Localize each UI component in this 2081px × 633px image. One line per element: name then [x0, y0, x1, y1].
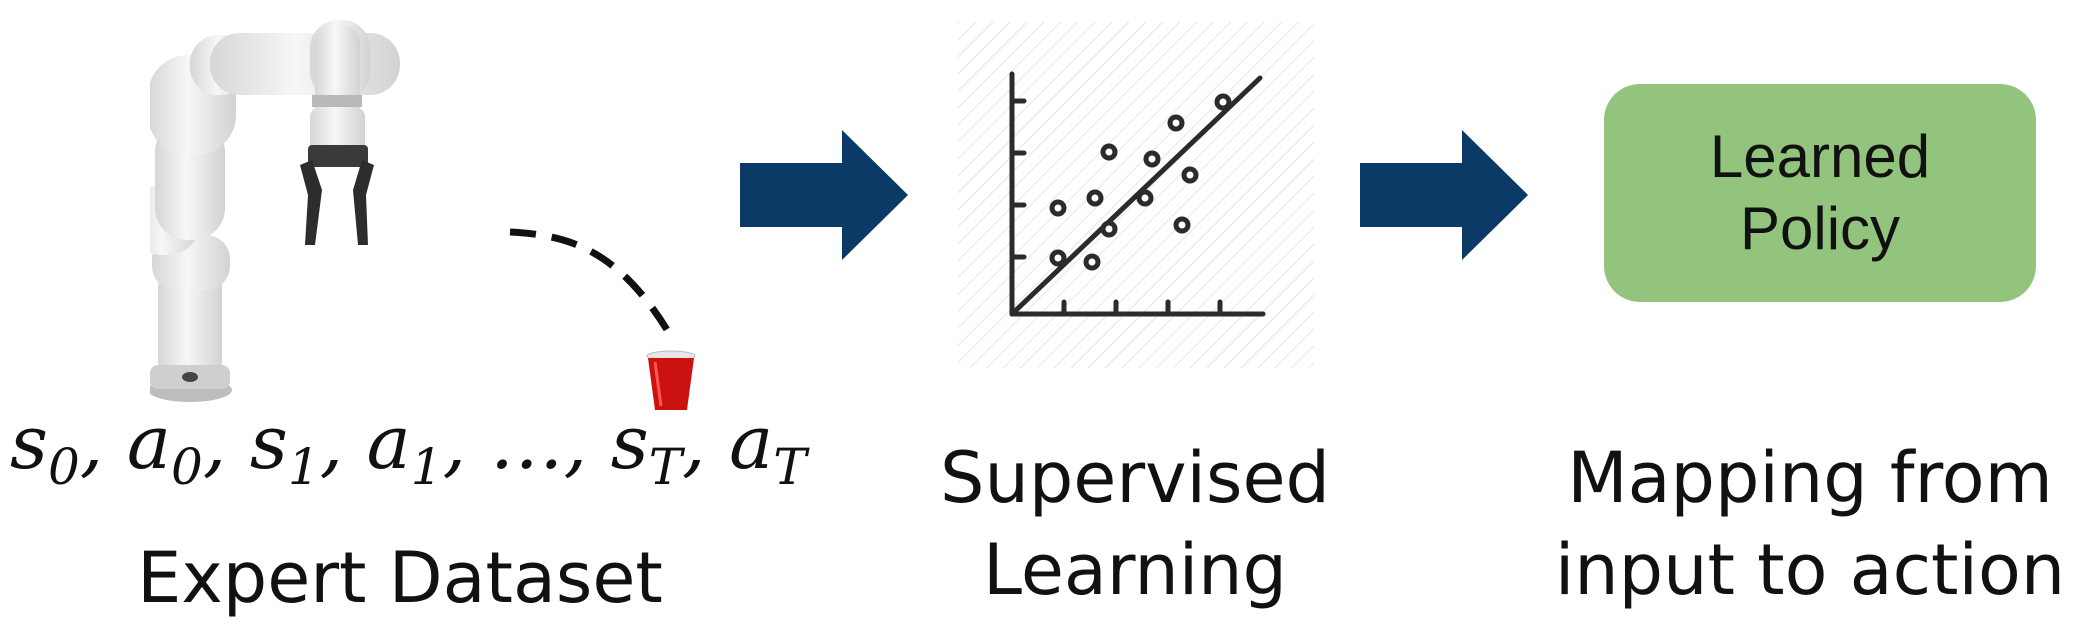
- seq-sub: 0: [170, 437, 203, 496]
- expert-sequence: s0, a0, s1, a1, …, sT, aT: [10, 400, 807, 496]
- policy-line1: Learned: [1709, 123, 1931, 190]
- supervised-line1: Supervised: [940, 437, 1330, 519]
- supervised-learning-caption: Supervised Learning: [880, 432, 1390, 616]
- cup-icon: [646, 350, 696, 410]
- seq-sub: 1: [287, 437, 320, 496]
- learned-policy-box: Learned Policy: [1604, 84, 2036, 302]
- expert-dataset-caption: Expert Dataset: [137, 537, 663, 619]
- trajectory-path: [509, 228, 676, 340]
- mapping-caption: Mapping from input to action: [1540, 432, 2080, 616]
- supervised-line2: Learning: [983, 529, 1287, 611]
- arrow-right-icon: [740, 130, 908, 260]
- seq-sub: 0: [47, 437, 80, 496]
- seq-sub: T: [773, 437, 807, 496]
- scatter-plot-icon: [958, 22, 1314, 368]
- seq-var: …: [489, 400, 564, 486]
- robot-arm-icon: [150, 20, 400, 402]
- seq-var: s: [249, 400, 288, 486]
- arrow-right-icon: [1360, 130, 1528, 260]
- seq-var: a: [366, 400, 411, 486]
- seq-sub: T: [648, 437, 683, 496]
- policy-line2: Policy: [1739, 195, 1901, 262]
- mapping-line2: input to action: [1554, 529, 2066, 611]
- seq-var: a: [729, 400, 774, 486]
- seq-var: s: [10, 400, 48, 486]
- seq-var: a: [126, 400, 171, 486]
- seq-sub: 1: [410, 437, 443, 496]
- mapping-line1: Mapping from: [1567, 437, 2053, 519]
- seq-var: s: [610, 400, 649, 486]
